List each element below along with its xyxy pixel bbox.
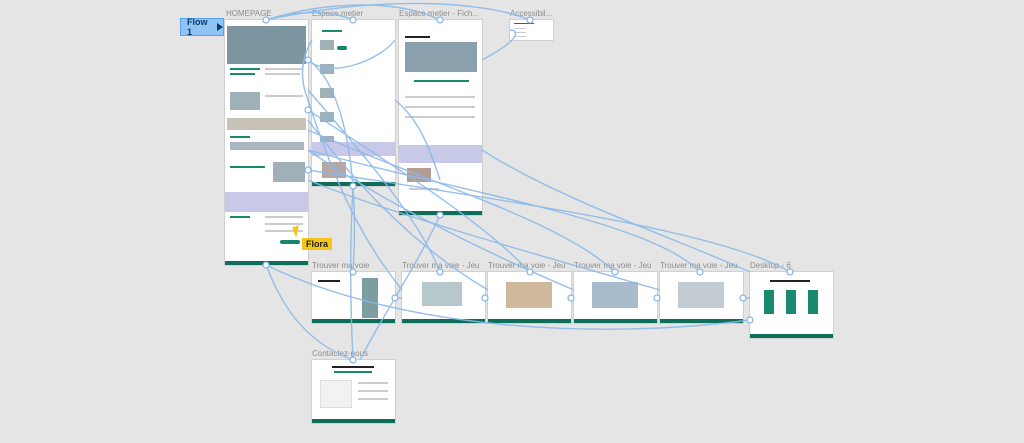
image — [407, 168, 431, 182]
form-line — [358, 398, 388, 400]
text-line — [230, 136, 250, 138]
frame-label-contactez-nous[interactable]: Contactez-nous — [312, 349, 369, 358]
game-illustration — [592, 282, 638, 308]
text-line — [230, 73, 255, 75]
footer — [312, 419, 395, 423]
text-line — [334, 371, 372, 373]
flow-start-badge[interactable]: Flow 1 — [180, 17, 224, 37]
form-line — [265, 223, 303, 225]
frame-label-homepage[interactable]: HOMEPAGE — [226, 9, 272, 18]
game-illustration — [678, 282, 724, 308]
text-line — [405, 106, 475, 108]
frame-espace-metier-fiche[interactable] — [399, 20, 482, 215]
text-line — [230, 216, 250, 218]
text-line — [318, 280, 340, 282]
footer — [574, 319, 657, 323]
frame-jeu-1[interactable] — [402, 272, 485, 323]
text-line — [265, 68, 303, 70]
character-image — [362, 278, 378, 318]
frame-accessibilite[interactable] — [510, 20, 553, 40]
text-line — [405, 116, 475, 118]
text-line — [405, 36, 430, 38]
cta-section — [399, 145, 482, 163]
frame-label-trouver-ma-voie[interactable]: Trouver ma voie — [312, 261, 370, 270]
text-line — [514, 36, 526, 37]
frame-label-jeu-3[interactable]: Trouver ma voie - Jeu — [574, 261, 652, 270]
frame-homepage[interactable] — [225, 20, 308, 265]
text-line — [514, 28, 526, 29]
image — [320, 64, 334, 74]
text-line — [514, 32, 526, 33]
frame-label-desktop-6[interactable]: Desktop - 6 — [750, 261, 791, 270]
frame-trouver-ma-voie[interactable] — [312, 272, 395, 323]
image-strip — [230, 142, 304, 150]
footer — [660, 319, 743, 323]
hero-image — [405, 42, 477, 72]
text-line — [514, 23, 534, 24]
footer — [312, 319, 395, 323]
form-line — [358, 382, 388, 384]
form-line — [265, 216, 303, 218]
frame-jeu-3[interactable] — [574, 272, 657, 323]
character-image — [786, 290, 796, 314]
collaborator-name-tag: Flora — [302, 238, 333, 250]
frame-espace-metier[interactable] — [312, 20, 395, 186]
footer — [399, 211, 482, 215]
frame-contactez-nous[interactable] — [312, 360, 395, 423]
footer — [750, 334, 833, 338]
image — [320, 40, 334, 50]
image — [230, 92, 260, 110]
frame-label-espace-metier[interactable]: Espace metier — [312, 9, 364, 18]
frame-desktop-6[interactable] — [750, 272, 833, 338]
game-illustration — [506, 282, 552, 308]
footer — [312, 182, 395, 186]
frame-label-accessibilite[interactable]: Accessibil... — [510, 9, 553, 18]
image — [320, 88, 334, 98]
frame-jeu-4[interactable] — [660, 272, 743, 323]
character-image — [808, 290, 818, 314]
text-line — [409, 188, 439, 190]
submit-button[interactable] — [280, 240, 300, 244]
footer — [402, 319, 485, 323]
footer — [488, 319, 571, 323]
form-line — [358, 390, 388, 392]
text-line — [265, 73, 300, 75]
frame-label-espace-metier-fiche[interactable]: Espace metier - Fich... — [399, 9, 480, 18]
text-line — [230, 68, 260, 70]
text-line — [322, 30, 342, 32]
footer — [225, 261, 308, 265]
image — [320, 112, 334, 122]
text-line — [770, 280, 810, 282]
cta-section — [312, 142, 395, 156]
cta-section — [225, 192, 308, 212]
play-icon — [217, 23, 223, 31]
image — [322, 162, 346, 178]
flow-label: Flow 1 — [187, 17, 208, 37]
frame-label-jeu-2[interactable]: Trouver ma voie - Jeu — [488, 261, 566, 270]
image — [273, 162, 305, 182]
text-line — [414, 80, 469, 82]
frame-label-jeu-1[interactable]: Trouver ma voie - Jeu — [402, 261, 480, 270]
banner-image — [227, 118, 306, 130]
text-line — [332, 366, 374, 368]
form-line — [265, 230, 303, 232]
tag-button[interactable] — [337, 46, 347, 50]
text-line — [265, 95, 303, 97]
calendar-widget[interactable] — [320, 380, 352, 408]
game-illustration — [422, 282, 462, 306]
text-line — [405, 96, 475, 98]
character-image — [764, 290, 774, 314]
frame-jeu-2[interactable] — [488, 272, 571, 323]
frame-label-jeu-4[interactable]: Trouver ma voie - Jeu — [660, 261, 738, 270]
text-line — [230, 166, 265, 168]
hero-image — [227, 26, 306, 64]
